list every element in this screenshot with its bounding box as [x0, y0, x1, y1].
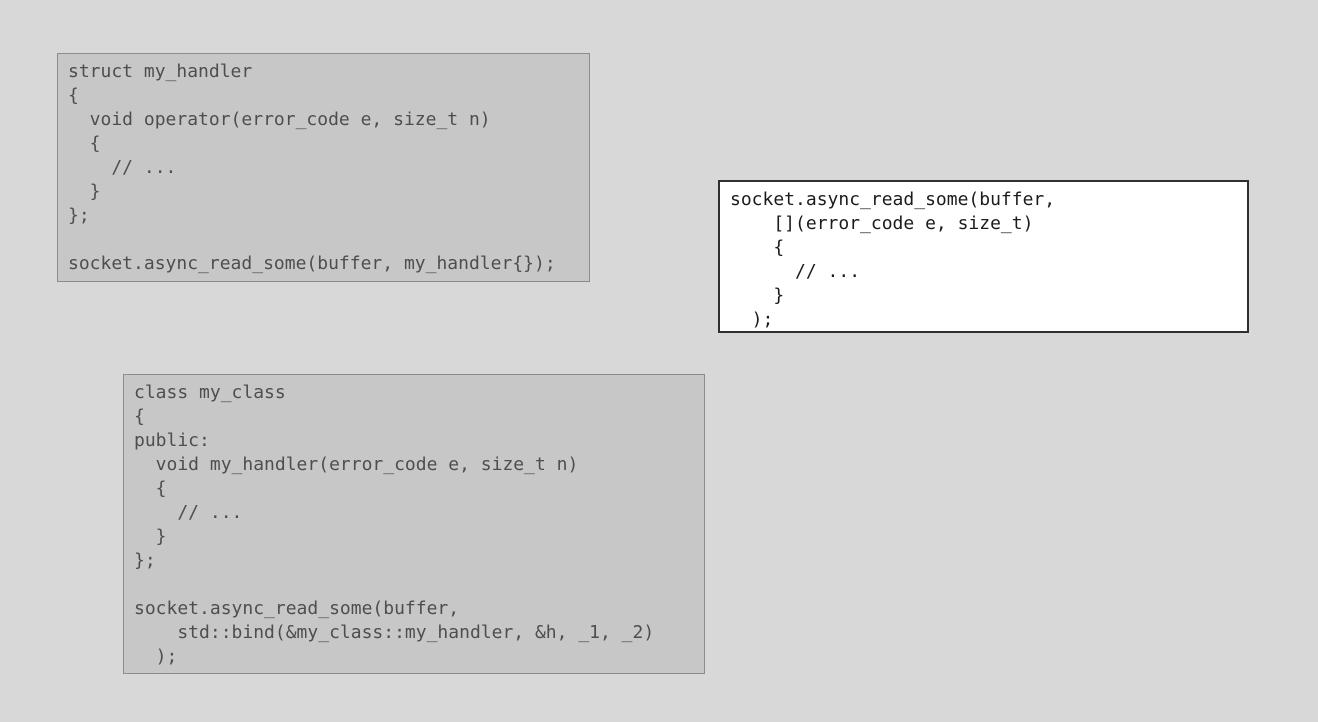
code-box-function-object-handler: struct my_handler { void operator(error_… — [57, 53, 590, 282]
code-box-std-bind-handler: class my_class { public: void my_handler… — [123, 374, 705, 674]
code-box-lambda-handler: socket.async_read_some(buffer, [](error_… — [718, 180, 1249, 333]
